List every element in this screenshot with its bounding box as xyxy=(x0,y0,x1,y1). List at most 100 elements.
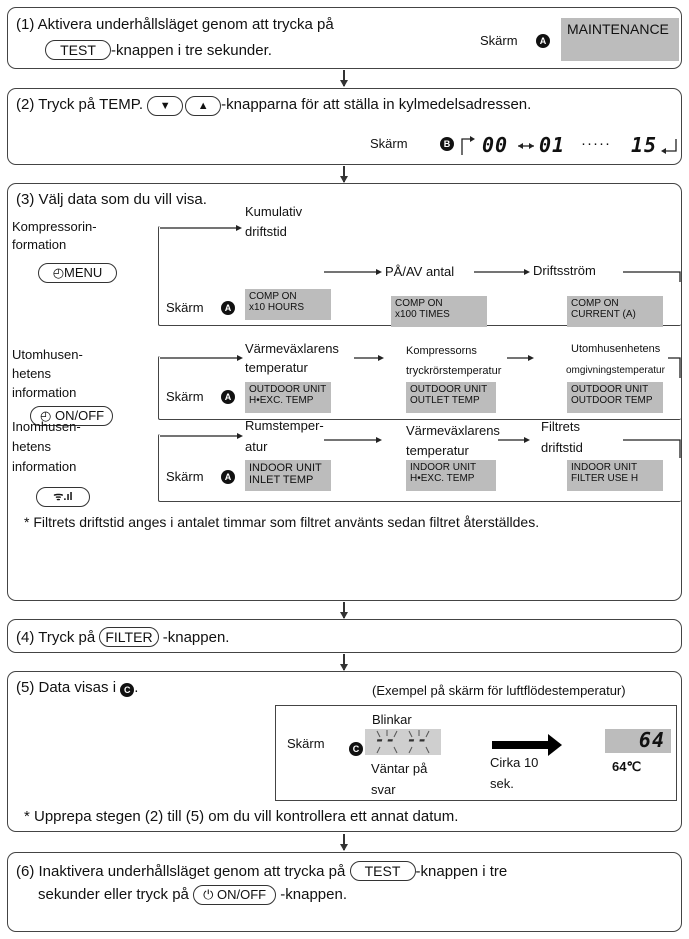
step3-box: (3) Välj data som du vill visa. Kompress… xyxy=(7,183,682,601)
group3-name-line3: information xyxy=(12,459,77,474)
g2s3-line2: OUTDOOR TEMP xyxy=(571,395,653,406)
step1-text-line2: -knappen i tre sekunder. xyxy=(111,42,272,59)
waiting-line2: svar xyxy=(371,782,396,797)
g2s2-line2: OUTLET TEMP xyxy=(410,395,480,406)
group2-name-line2: hetens xyxy=(12,366,52,381)
step2-box: (2) Tryck på TEMP. ▼▲-knapparna för att … xyxy=(7,88,682,165)
step6-text-1a: (6) Inaktivera underhållsläget genom att… xyxy=(16,863,346,880)
blink-rays-icon xyxy=(376,730,430,754)
group2-frame xyxy=(158,356,681,420)
g3s1-line2: INLET TEMP xyxy=(249,474,314,486)
group1-name-line2: formation xyxy=(12,237,67,252)
group3-item3-label-2: driftstid xyxy=(541,440,583,455)
group1-item1-label-2: driftstid xyxy=(245,224,287,239)
step5-display-frame xyxy=(275,705,677,801)
screen-a-badge: A xyxy=(536,34,550,48)
step4-text-post: -knappen. xyxy=(162,629,230,646)
group3-item3-label-1: Filtrets xyxy=(541,419,580,434)
onoff-button-2: ⏻ ON/OFF xyxy=(193,885,277,905)
value-display: 64 xyxy=(605,728,671,753)
temp-down-button: ▼ xyxy=(147,96,184,116)
step1-line2: TEST-knappen i tre sekunder. xyxy=(45,40,272,60)
step5-title: (5) Data visas i C. xyxy=(16,679,139,697)
group1-name-line1: Kompressorin- xyxy=(12,219,97,234)
step5-example-note: (Exempel på skärm för luftflödestemperat… xyxy=(372,683,626,698)
group3-item2-label-1: Värmeväxlarens xyxy=(406,423,500,438)
clock-icon: ◴ xyxy=(40,408,52,423)
group1-item3-label: Driftsström xyxy=(533,263,596,278)
address-seg-01: 01 xyxy=(539,133,566,157)
big-arrow-icon xyxy=(492,741,550,749)
g2s1-line2: H•EXC. TEMP xyxy=(249,395,314,406)
step1-text-line1: (1) Aktivera underhållsläget genom att t… xyxy=(16,16,334,33)
g3s2-line1: INDOOR UNIT xyxy=(410,462,477,473)
step6-box: (6) Inaktivera underhållsläget genom att… xyxy=(7,852,682,932)
group3-screen-label: Skärm xyxy=(166,469,204,484)
g2s2-line1: OUTDOOR UNIT xyxy=(410,384,488,395)
group2-screen-2: OUTDOOR UNIT OUTLET TEMP xyxy=(406,382,496,413)
big-arrow-head xyxy=(548,734,562,756)
group1-screen-a-badge: A xyxy=(221,301,235,315)
down-triangle-icon: ▼ xyxy=(159,100,171,112)
address-dots: ····· xyxy=(581,135,611,152)
blink-label: Blinkar xyxy=(372,712,412,727)
group1-screen-2: COMP ON x100 TIMES xyxy=(391,296,487,327)
group3-screen-a-badge: A xyxy=(221,470,235,484)
group1-screen-label: Skärm xyxy=(166,300,204,315)
step2-text-post: -knapparna för att ställa in kylmedelsad… xyxy=(221,96,532,113)
value-digits: 64 xyxy=(638,728,665,752)
g3s2-line2: H•EXC. TEMP xyxy=(410,473,475,484)
group2-screen-1: OUTDOOR UNIT H•EXC. TEMP xyxy=(245,382,331,413)
g1s1-line2: x10 HOURS xyxy=(249,302,305,313)
waiting-line1: Väntar på xyxy=(371,761,428,776)
group3-connector xyxy=(160,433,681,458)
g2s1-line1: OUTDOOR UNIT xyxy=(249,384,327,395)
screen-c-badge: C xyxy=(349,742,363,756)
group2-screen-3: OUTDOOR UNIT OUTDOOR TEMP xyxy=(567,382,663,413)
group1-item1-label-1: Kumulativ xyxy=(245,204,303,219)
step2-line: (2) Tryck på TEMP. ▼▲-knapparna för att … xyxy=(16,96,531,116)
cycle-arrow-icon xyxy=(461,136,677,155)
temp-up-button: ▲ xyxy=(185,96,222,116)
g1s3-line1: COMP ON xyxy=(571,298,619,309)
fan-signal-icon: ᯤ.ıl xyxy=(53,491,73,503)
step5-title-text: (5) Data visas i xyxy=(16,679,117,696)
group2-item1-label-1: Värmeväxlarens xyxy=(245,341,339,356)
g1s3-line2: CURRENT (A) xyxy=(571,309,636,320)
group2-name-line1: Utomhusen- xyxy=(12,347,83,362)
g1s2-line1: COMP ON xyxy=(395,298,443,309)
approx-line2: sek. xyxy=(490,776,514,791)
step6-text-1b: -knappen i tre xyxy=(415,863,508,880)
step1-screen-label: Skärm xyxy=(480,33,518,48)
step4-line: (4) Tryck på FILTER -knappen. xyxy=(16,627,229,647)
group2-screen-label: Skärm xyxy=(166,389,204,404)
menu-button-label: MENU xyxy=(64,265,103,280)
onoff-button-2-label: ON/OFF xyxy=(217,887,267,902)
group2-item2-label-1: Kompressorns xyxy=(406,345,477,357)
onoff-button-label: ON/OFF xyxy=(54,408,105,423)
step6-text-2b: -knappen. xyxy=(280,886,347,903)
group1-item2-label: PÅ/AV antal xyxy=(385,264,455,279)
g1s2-line2: x100 TIMES xyxy=(395,309,450,320)
group1-screen-1: COMP ON x10 HOURS xyxy=(245,289,331,320)
step4-text-pre: (4) Tryck på xyxy=(16,629,96,646)
group2-item3-label-2: omgivningstemperatur xyxy=(566,365,665,376)
step5-screen-label: Skärm xyxy=(287,736,325,751)
step2-screen-label: Skärm xyxy=(370,136,408,151)
g2s3-line1: OUTDOOR UNIT xyxy=(571,384,649,395)
g3s3-line2: FILTER USE H xyxy=(571,473,639,484)
group3-screen-1: INDOOR UNIT INLET TEMP xyxy=(245,460,331,491)
address-seg-00: 00 xyxy=(482,133,509,157)
onoff-button: ◴ ON/OFF xyxy=(30,406,113,426)
group2-connector xyxy=(160,355,681,378)
clock-icon: ◴ xyxy=(52,265,65,280)
title-c-badge: C xyxy=(120,683,135,697)
step6-line1: (6) Inaktivera underhållsläget genom att… xyxy=(16,861,507,881)
group3-item2-label-2: temperatur xyxy=(406,443,469,458)
maintenance-screen: MAINTENANCE xyxy=(561,18,679,61)
value-text: 64℃ xyxy=(612,759,642,774)
group3-name-line2: hetens xyxy=(12,439,52,454)
group2-name-line3: information xyxy=(12,385,77,400)
step5-note: * Upprepa stegen (2) till (5) om du vill… xyxy=(24,808,459,825)
power-icon: ⏻ xyxy=(203,887,214,902)
